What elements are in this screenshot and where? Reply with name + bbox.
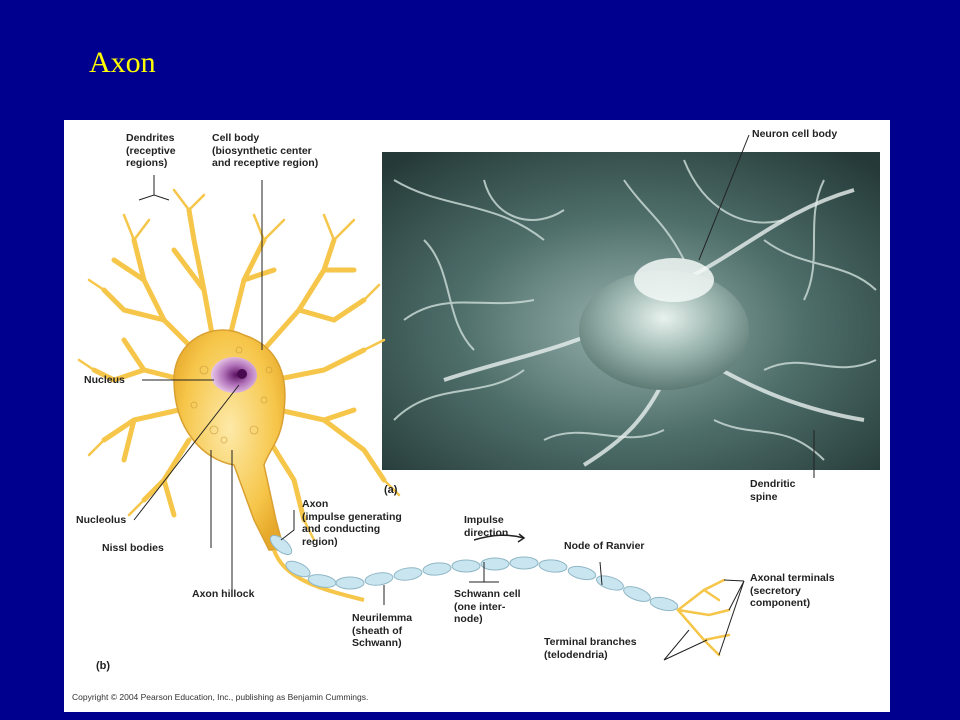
neuron-diagram-svg: [77, 134, 880, 661]
terminal-branches-label: Terminal branches (telodendria): [544, 636, 637, 661]
axon-hillock-label: Axon hillock: [192, 588, 255, 600]
myelin-sheath: [269, 534, 679, 612]
panel-b-tag: (b): [96, 660, 111, 672]
dendrites-drawing: [91, 207, 387, 523]
neuron-cell-body-label: Neuron cell body: [752, 128, 838, 140]
neuron-figure: Dendrites (receptive regions) Cell body …: [64, 120, 890, 712]
panel-a-tag: (a): [384, 484, 398, 496]
terminal-branches-drawing: [676, 578, 731, 657]
axon-label: Axon (impulse generating and conducting …: [302, 498, 402, 548]
slide-title: Axon: [89, 46, 156, 79]
nucleus-label: Nucleus: [84, 374, 125, 386]
axonal-terminals-label: Axonal terminals (secretory component): [750, 572, 835, 609]
copyright-notice: Copyright © 2004 Pearson Education, Inc.…: [72, 692, 369, 702]
nucleolus-label: Nucleolus: [76, 514, 127, 526]
dendritic-spine-label: Dendritic spine: [750, 478, 796, 503]
cell-body-label: Cell body (biosynthetic center and recep…: [212, 132, 319, 169]
cell-body-shape: [173, 329, 286, 551]
neurilemma-label: Neurilemma (sheath of Schwann): [352, 612, 413, 649]
schwann-cell-label: Schwann cell (one inter- node): [454, 588, 521, 625]
nucleolus-shape: [237, 369, 247, 379]
impulse-direction-label: Impulse direction: [464, 514, 509, 539]
nucleus-shape: [211, 357, 257, 393]
nissl-bodies-label: Nissl bodies: [102, 542, 164, 554]
node-of-ranvier-label: Node of Ranvier: [564, 540, 645, 552]
dendrites-label: Dendrites (receptive regions): [126, 132, 176, 169]
micrograph-panel: [382, 152, 880, 470]
